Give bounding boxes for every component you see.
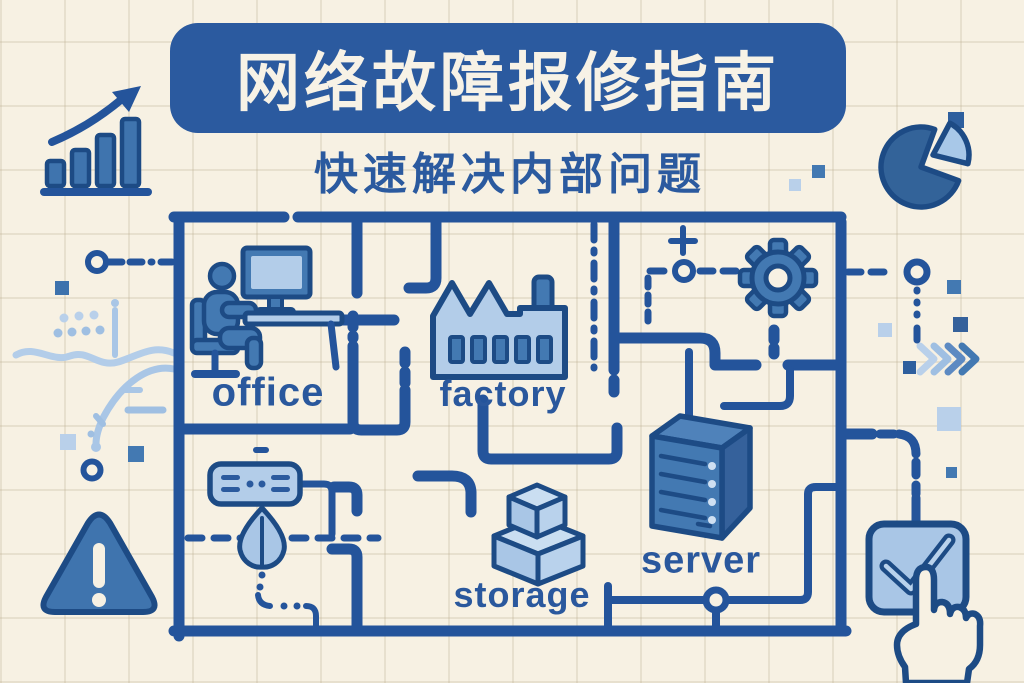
room-label-office: office	[211, 370, 325, 415]
circle-node	[85, 250, 109, 274]
poster-subtitle: 快速解决内部问题	[314, 150, 706, 199]
pie-chart-icon	[878, 120, 972, 210]
gear-icon	[737, 237, 819, 319]
accent-square	[128, 446, 144, 462]
room-label-factory: factory	[439, 373, 567, 414]
chevron-arrows-icon	[916, 342, 980, 376]
wall-storage-elbow	[412, 470, 477, 518]
leaf-icon	[237, 505, 287, 570]
accent-square	[55, 281, 69, 295]
accent-square	[60, 434, 76, 450]
circle-node	[702, 586, 730, 614]
hand-cursor-icon	[893, 563, 984, 683]
circle-node	[80, 458, 104, 482]
storage-boxes-icon	[491, 482, 586, 587]
circle-node	[903, 258, 931, 286]
plus-mark	[668, 225, 698, 256]
right-decor	[789, 112, 980, 478]
wall-corridor-u	[347, 340, 411, 436]
wall-storage-top	[477, 394, 623, 465]
warning-triangle-icon	[40, 511, 158, 615]
wall-lowerleft-a	[328, 481, 363, 517]
wall-lowerleft-b	[326, 543, 363, 637]
room-label-server: server	[640, 539, 762, 582]
title-banner: 网络故障报修指南	[170, 23, 846, 133]
circle-node	[672, 259, 696, 283]
maze-walls	[168, 211, 878, 642]
wall-gearroom-bottom	[608, 332, 762, 371]
room-label-storage: storage	[453, 574, 591, 615]
poster-title: 网络故障报修指南	[236, 47, 780, 119]
factory-building-icon	[430, 274, 568, 380]
left-decor	[12, 281, 178, 462]
person-at-computer-icon	[189, 245, 345, 378]
wall-factory-stub	[403, 211, 442, 294]
bar-chart-growth-icon	[40, 86, 152, 196]
exclamation-mark	[93, 543, 105, 588]
router-icon	[207, 461, 303, 507]
server-rack-icon	[649, 413, 753, 541]
